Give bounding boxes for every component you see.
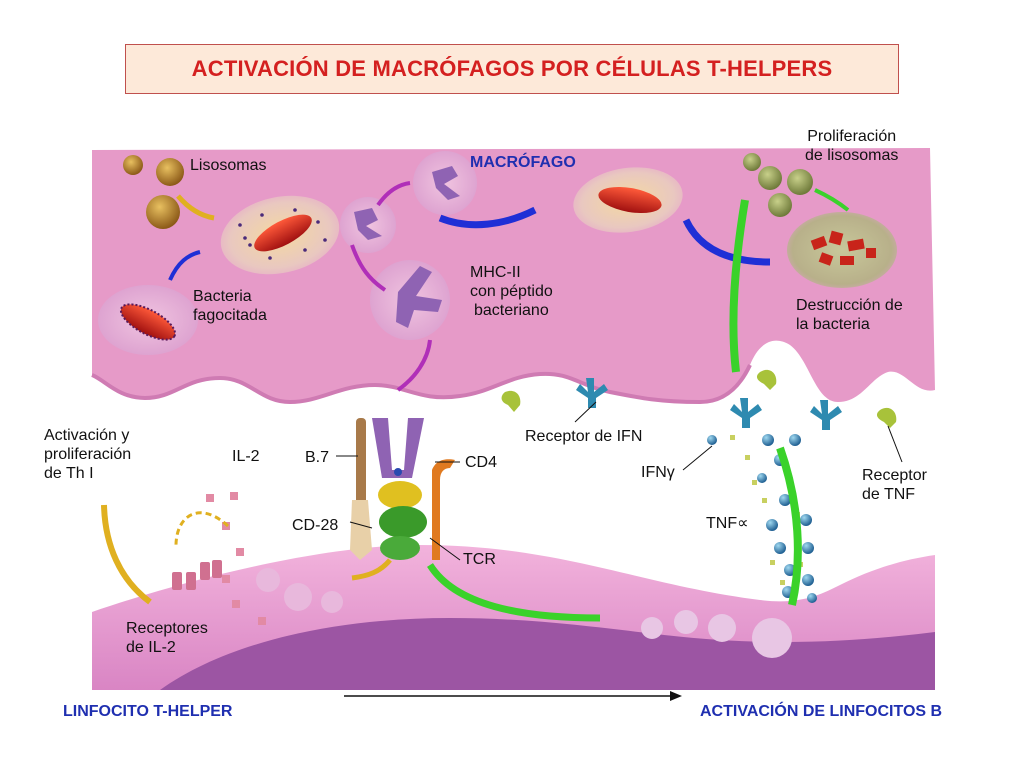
secretory-vesicle: [321, 591, 343, 613]
title-box: ACTIVACIÓN DE MACRÓFAGOS POR CÉLULAS T-H…: [125, 44, 899, 94]
destroyed-bacteria-vacuole: [787, 212, 897, 288]
footer-right-label: ACTIVACIÓN DE LINFOCITOS B: [700, 703, 943, 720]
page-title: ACTIVACIÓN DE MACRÓFAGOS POR CÉLULAS T-H…: [191, 56, 833, 81]
lysosome: [758, 166, 782, 190]
label-macrofago: MACRÓFAGO: [470, 154, 576, 171]
label-destruccion: Destrucción de la bacteria: [796, 296, 903, 334]
label-line: de lisosomas: [805, 147, 899, 164]
secretory-vesicle: [752, 618, 792, 658]
lysosome: [123, 155, 143, 175]
ifn-receptor: [576, 378, 608, 408]
lysosome: [156, 158, 184, 186]
arrow-yellow: [351, 558, 392, 581]
bacteria-fragments: [810, 230, 876, 266]
label-line: de TNF: [862, 486, 916, 503]
tnf-receptor: [756, 369, 777, 390]
label-line: Bacteria: [193, 288, 252, 305]
secretory-vesicle: [708, 614, 736, 642]
arrow-green: [427, 563, 601, 622]
leader-line: [429, 537, 461, 561]
arrow-yellow: [174, 511, 230, 549]
label-line: Destrucción de: [796, 297, 903, 314]
mhc-molecule: [432, 166, 460, 200]
arrow-blue: [682, 218, 771, 266]
arrow-purple: [396, 339, 432, 392]
label-line: Activación y: [44, 427, 130, 444]
macrophage-membrane-shadow: [91, 364, 752, 405]
label-il2: IL-2: [232, 448, 260, 465]
bacteria: [119, 303, 177, 341]
ifn-receptor: [810, 400, 842, 430]
lysosome: [146, 195, 180, 229]
cd4-molecule: [432, 459, 455, 560]
secretory-vesicle: [284, 583, 312, 611]
arrow-blue: [168, 250, 201, 281]
label-cd4: CD4: [465, 454, 498, 471]
ifn-receptor: [730, 398, 762, 428]
label-line: de Th I: [44, 465, 94, 482]
tcr-yellow-domain: [378, 481, 422, 509]
label-mhc: MHC-II con péptido bacteriano: [470, 263, 553, 320]
leader-line: [349, 521, 373, 529]
label-line: la bacteria: [796, 316, 870, 333]
lysosome: [768, 193, 792, 217]
label-lisosomas: Lisosomas: [190, 157, 267, 174]
leader-line: [682, 445, 713, 471]
lysosome: [743, 153, 761, 171]
arrow-green: [776, 446, 802, 606]
label-line: MHC-II: [470, 264, 521, 281]
label-b7: B.7: [305, 449, 330, 466]
mhc-molecule: [354, 208, 382, 240]
il2-receptors: [172, 560, 222, 590]
leader-line: [887, 425, 903, 463]
label-receptor-ifn: Receptor de IFN: [525, 428, 643, 445]
label-tcr: TCR: [463, 551, 496, 568]
label-receptores-il2: Receptores de IL-2: [126, 619, 208, 657]
label-line: de IL-2: [126, 639, 176, 656]
label-receptor-tnf: Receptor de TNF: [862, 466, 927, 504]
arrow-green: [729, 199, 749, 373]
label-activacion-th: Activación y proliferación de Th I: [44, 426, 131, 483]
tnf-receptor: [501, 390, 521, 412]
tcr-green-domain: [379, 506, 427, 538]
arrow-blue: [438, 206, 537, 229]
arrow-yellow: [176, 194, 215, 221]
bacteria: [254, 214, 312, 252]
label-bacteria-fagocitada: Bacteria fagocitada: [193, 287, 267, 325]
mhc-tcr-complex: [372, 418, 424, 478]
leader-line: [574, 401, 597, 423]
label-line: Proliferación: [807, 128, 897, 145]
lymphocyte-nucleus: [160, 618, 935, 690]
secretory-vesicle: [641, 617, 663, 639]
label-proliferacion-lisosomas: Proliferación de lisosomas: [805, 127, 898, 165]
tnf-receptor: [876, 407, 897, 428]
bacteria: [598, 186, 662, 214]
footer-left-label: LINFOCITO T-HELPER: [63, 703, 233, 720]
bacterial-peptide: [394, 468, 402, 476]
secretory-vesicle: [256, 568, 280, 592]
enzyme-dots: [238, 208, 327, 260]
arrow-purple: [350, 244, 387, 292]
label-line: fagocitada: [193, 307, 267, 324]
label-line: proliferación: [44, 446, 132, 463]
arrow-yellow: [101, 504, 152, 605]
label-tnf-alpha: TNF∝: [706, 515, 749, 532]
progression-arrow-head: [670, 691, 682, 701]
label-cd28: CD-28: [292, 517, 339, 534]
label-line: Receptores: [126, 620, 208, 637]
b7-molecule: [356, 418, 366, 508]
arrow-green: [814, 188, 850, 212]
label-line: Receptor: [862, 467, 927, 484]
mhc-molecule: [396, 266, 442, 328]
label-ifn-gamma: IFNγ: [641, 464, 675, 481]
secretory-vesicle: [674, 610, 698, 634]
label-line: con péptido: [470, 283, 553, 300]
label-line: bacteriano: [474, 302, 549, 319]
lysosome: [787, 169, 813, 195]
tcr-green-domain: [380, 536, 420, 560]
arrow-purple: [376, 181, 411, 207]
cd28-molecule: [350, 500, 372, 560]
